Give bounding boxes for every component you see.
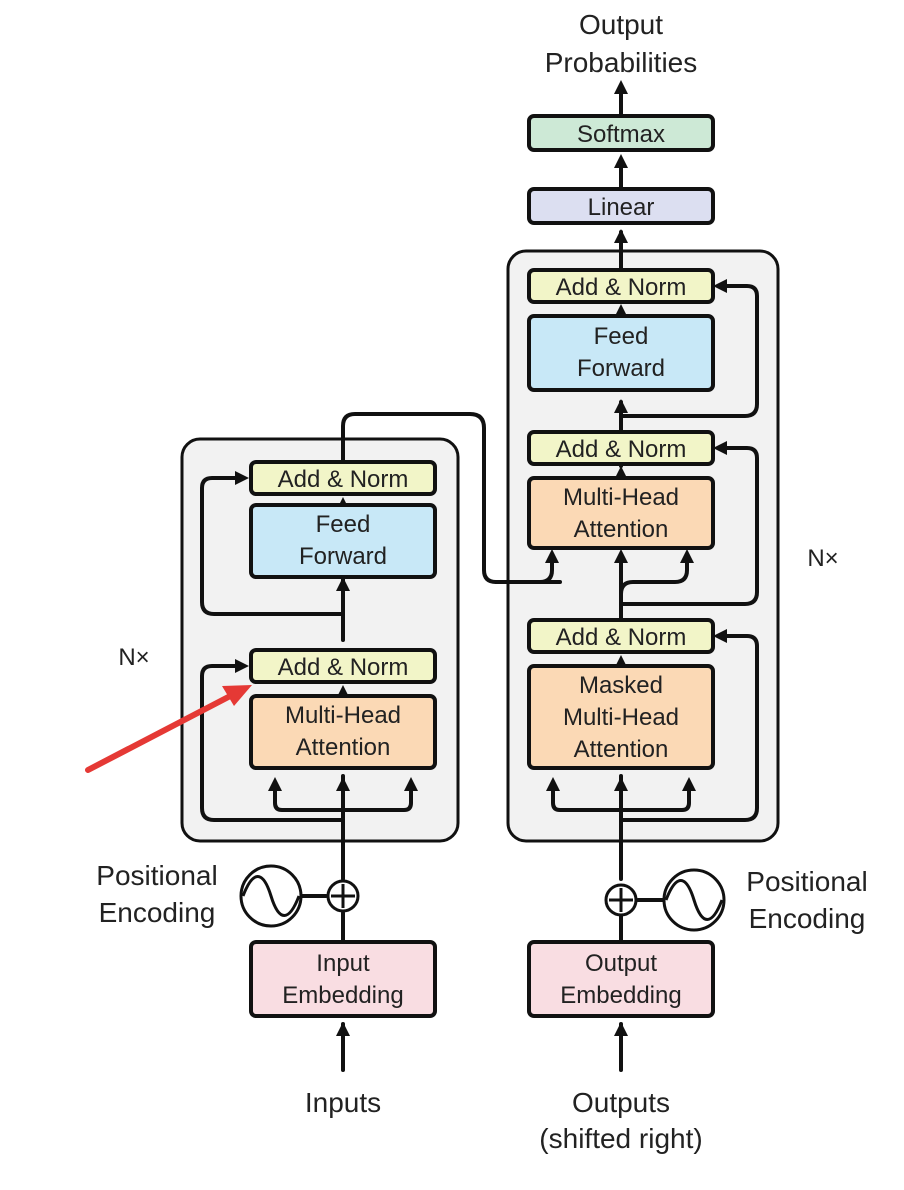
arrow-icon xyxy=(235,659,249,673)
softmax-label: Softmax xyxy=(577,121,665,148)
arrow-icon xyxy=(235,471,249,485)
decoder-add-norm-top-label: Add & Norm xyxy=(556,274,687,301)
decoder-feed-forward-line1: Feed xyxy=(594,323,649,350)
decoder-sine-wave-icon xyxy=(662,868,726,932)
arrow-icon xyxy=(268,777,282,791)
arrow-icon xyxy=(614,399,628,413)
encoder-positional-line1: Positional xyxy=(96,860,217,891)
encoder-positional-line2: Encoding xyxy=(99,897,216,928)
softmax-block: Softmax xyxy=(527,114,715,152)
linear-label: Linear xyxy=(588,194,655,221)
input-embedding-line1: Input xyxy=(316,950,370,977)
decoder-masked-attention-line2: Multi-Head xyxy=(563,704,679,731)
encoder-nx-label: N× xyxy=(118,644,149,671)
decoder-cross-attention-block: Multi-Head Attention xyxy=(527,476,715,550)
input-embedding-block: Input Embedding xyxy=(249,940,437,1018)
encoder-attention-block: Multi-Head Attention xyxy=(249,694,437,770)
decoder-masked-attention-line3: Attention xyxy=(574,736,669,763)
encoder-add-norm-bottom-label: Add & Norm xyxy=(278,654,409,681)
decoder-masked-attention-line1: Masked xyxy=(579,672,663,699)
output-probabilities-line2: Probabilities xyxy=(545,47,698,78)
decoder-nx-label: N× xyxy=(807,545,838,572)
encoder-sine-wave-icon xyxy=(239,864,303,928)
encoder-feed-forward-block: Feed Forward xyxy=(249,503,437,579)
inputs-label: Inputs xyxy=(305,1087,381,1118)
arrow-icon xyxy=(713,629,727,643)
arrow-icon xyxy=(545,549,559,563)
arrow-icon xyxy=(336,1022,350,1036)
decoder-positional-line2: Encoding xyxy=(749,903,866,934)
decoder-add-norm-mid-label: Add & Norm xyxy=(556,436,687,463)
arrow-icon xyxy=(546,777,560,791)
arrow-icon xyxy=(713,279,727,293)
decoder-feed-forward-line2: Forward xyxy=(577,355,665,382)
decoder-add-norm-mid: Add & Norm xyxy=(527,430,715,466)
decoder-add-norm-top: Add & Norm xyxy=(527,268,715,304)
encoder-stack-container xyxy=(180,437,460,843)
encoder-add-norm-top-label: Add & Norm xyxy=(278,466,409,493)
encoder-feed-forward-line2: Forward xyxy=(299,543,387,570)
decoder-positional-line1: Positional xyxy=(746,866,867,897)
arrow-icon xyxy=(614,229,628,243)
decoder-cross-attention-line1: Multi-Head xyxy=(563,484,679,511)
output-embedding-block: Output Embedding xyxy=(527,940,715,1018)
input-embedding-line2: Embedding xyxy=(282,982,403,1009)
arrow-icon xyxy=(680,549,694,563)
encoder-attention-line2: Attention xyxy=(296,734,391,761)
decoder-add-norm-bottom-label: Add & Norm xyxy=(556,624,687,651)
encoder-feed-forward-line1: Feed xyxy=(316,511,371,538)
arrow-icon xyxy=(614,80,628,94)
output-embedding-line2: Embedding xyxy=(560,982,681,1009)
output-embedding-line1: Output xyxy=(585,950,657,977)
connection-lines xyxy=(200,88,759,1072)
output-probabilities-line1: Output xyxy=(579,9,663,40)
arrow-icon xyxy=(614,777,628,791)
decoder-plus-circle-icon xyxy=(604,883,638,917)
decoder-add-norm-bottom: Add & Norm xyxy=(527,618,715,654)
arrow-icon xyxy=(713,441,727,455)
encoder-add-norm-bottom: Add & Norm xyxy=(249,648,437,684)
arrow-icon xyxy=(614,154,628,168)
arrow-icon xyxy=(336,577,350,591)
arrow-icon xyxy=(614,1022,628,1036)
arrow-icon xyxy=(614,549,628,563)
encoder-plus-circle-icon xyxy=(326,879,360,913)
decoder-masked-attention-block: Masked Multi-Head Attention xyxy=(527,664,715,770)
decoder-cross-attention-line2: Attention xyxy=(574,516,669,543)
outputs-label-line2: (shifted right) xyxy=(539,1123,702,1154)
linear-block: Linear xyxy=(527,187,715,225)
arrow-icon xyxy=(682,777,696,791)
annotation-arrow-icon xyxy=(85,685,252,773)
arrow-icon xyxy=(404,777,418,791)
encoder-attention-line1: Multi-Head xyxy=(285,702,401,729)
decoder-feed-forward-block: Feed Forward xyxy=(527,314,715,392)
encoder-add-norm-top: Add & Norm xyxy=(249,460,437,496)
outputs-label-line1: Outputs xyxy=(572,1087,670,1118)
arrow-icon xyxy=(336,777,350,791)
